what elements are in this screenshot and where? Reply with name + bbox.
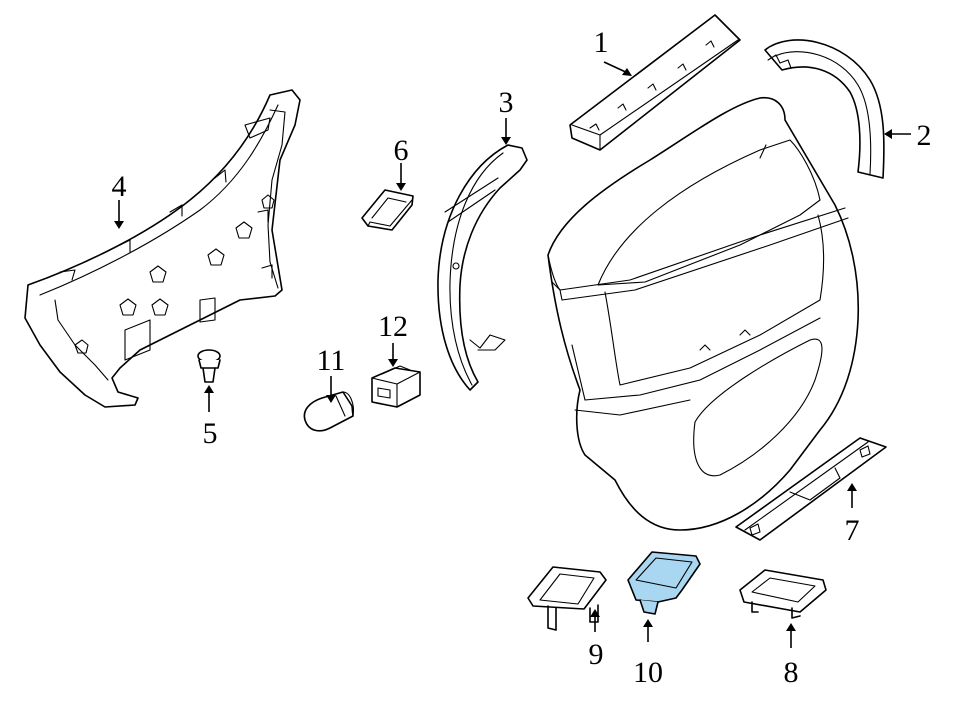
liftgate-door[interactable] <box>547 96 860 531</box>
part-6-cover[interactable] <box>361 189 414 231</box>
part-8-bezel[interactable] <box>739 569 827 619</box>
part-12-socket[interactable] <box>371 365 421 408</box>
callout-5: 5 <box>203 417 218 450</box>
part-11-bulb[interactable] <box>303 391 354 432</box>
callout-8: 8 <box>784 656 799 689</box>
part-2-curved-trim[interactable] <box>764 39 885 179</box>
callout-9: 9 <box>589 638 604 671</box>
part-3-pillar-trim[interactable] <box>437 144 528 391</box>
callout-1: 1 <box>594 26 609 59</box>
part-7-lower-strip[interactable] <box>735 437 887 541</box>
callout-7: 7 <box>845 514 860 547</box>
leader-arrows <box>114 61 911 648</box>
part-4-trim-panel[interactable] <box>24 89 301 408</box>
part-10-switch-highlighted[interactable] <box>627 551 701 615</box>
callout-3: 3 <box>499 86 514 119</box>
part-5-push-clip[interactable] <box>197 349 221 383</box>
callout-4: 4 <box>112 170 127 203</box>
part-1-trim-strip[interactable] <box>569 14 741 151</box>
callout-11: 11 <box>317 344 346 377</box>
callout-10: 10 <box>633 656 663 689</box>
callout-12: 12 <box>378 310 408 343</box>
callout-6: 6 <box>394 134 409 167</box>
part-9-bezel[interactable] <box>527 566 607 631</box>
callout-2: 2 <box>917 119 932 152</box>
